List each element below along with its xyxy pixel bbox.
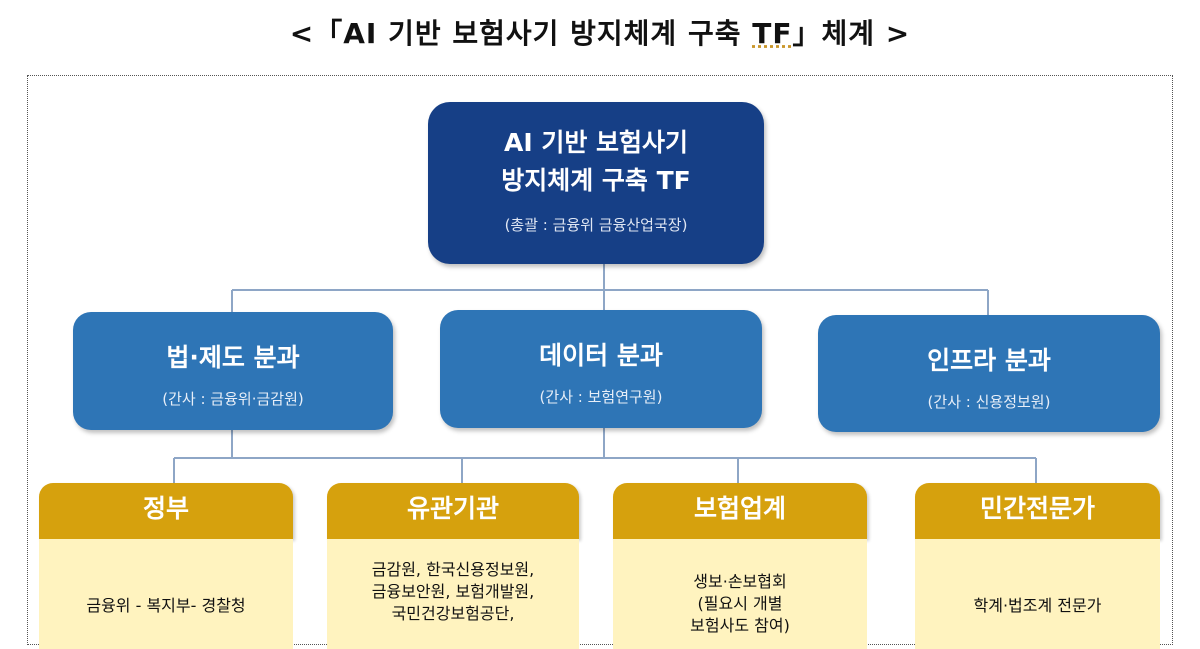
participant-header: 유관기관 — [327, 483, 579, 539]
participant-header: 정부 — [39, 483, 293, 539]
division-secretary: (간사 : 신용정보원) — [927, 393, 1051, 411]
tf-root-box: AI 기반 보험사기 방지체계 구축 TF (총괄 : 금융위 금융산업국장) — [428, 102, 764, 264]
participant-body: 학계·법조계 전문가 — [915, 539, 1160, 649]
participant-header: 민간전문가 — [915, 483, 1160, 539]
participant-member-line: 국민건강보험공단, — [391, 604, 515, 623]
participant-header: 보험업계 — [613, 483, 867, 539]
participant-body: 금감원, 한국신용정보원, 금융보안원, 보험개발원, 국민건강보험공단, — [327, 539, 579, 649]
participant-body: 금융위 - 복지부- 경찰청 — [39, 539, 293, 649]
division-name: 데이터 분과 — [539, 341, 663, 370]
division-secretary: (간사 : 금융위·금감원) — [162, 390, 304, 408]
tf-root-name: AI 기반 보험사기 방지체계 구축 TF — [428, 124, 764, 200]
division-box-infra: 인프라 분과 (간사 : 신용정보원) — [818, 315, 1160, 432]
division-secretary: (간사 : 보험연구원) — [539, 388, 663, 406]
participant-member-line: 금융보안원, 보험개발원, — [371, 582, 535, 601]
tf-root-line1: AI 기반 보험사기 — [503, 128, 689, 157]
participant-member-line: (필요시 개별 — [697, 594, 783, 613]
title-prefix: <「AI 기반 보험사기 방지체계 구축 — [289, 17, 753, 50]
participant-member-line: 생보·손보협회 — [693, 572, 787, 591]
tf-root-line2: 방지체계 구축 TF — [501, 166, 691, 195]
participant-member-line: 보험사도 참여) — [690, 616, 790, 635]
tf-root-lead: (총괄 : 금융위 금융산업국장) — [504, 216, 688, 234]
division-box-data: 데이터 분과 (간사 : 보험연구원) — [440, 310, 762, 428]
participant-member-line: 금융위 - 복지부- 경찰청 — [86, 596, 246, 615]
title-suffix: 」체계 > — [792, 17, 911, 50]
diagram-title: <「AI 기반 보험사기 방지체계 구축 TF」체계 > — [0, 12, 1200, 52]
participant-member-line: 학계·법조계 전문가 — [973, 596, 1102, 615]
participant-body: 생보·손보협회 (필요시 개별 보험사도 참여) — [613, 539, 867, 649]
participant-member-line: 금감원, 한국신용정보원, — [371, 560, 535, 579]
division-name: 법·제도 분과 — [166, 343, 300, 372]
title-tf: TF — [752, 17, 793, 50]
division-box-legal: 법·제도 분과 (간사 : 금융위·금감원) — [73, 312, 393, 430]
division-name: 인프라 분과 — [927, 346, 1051, 375]
